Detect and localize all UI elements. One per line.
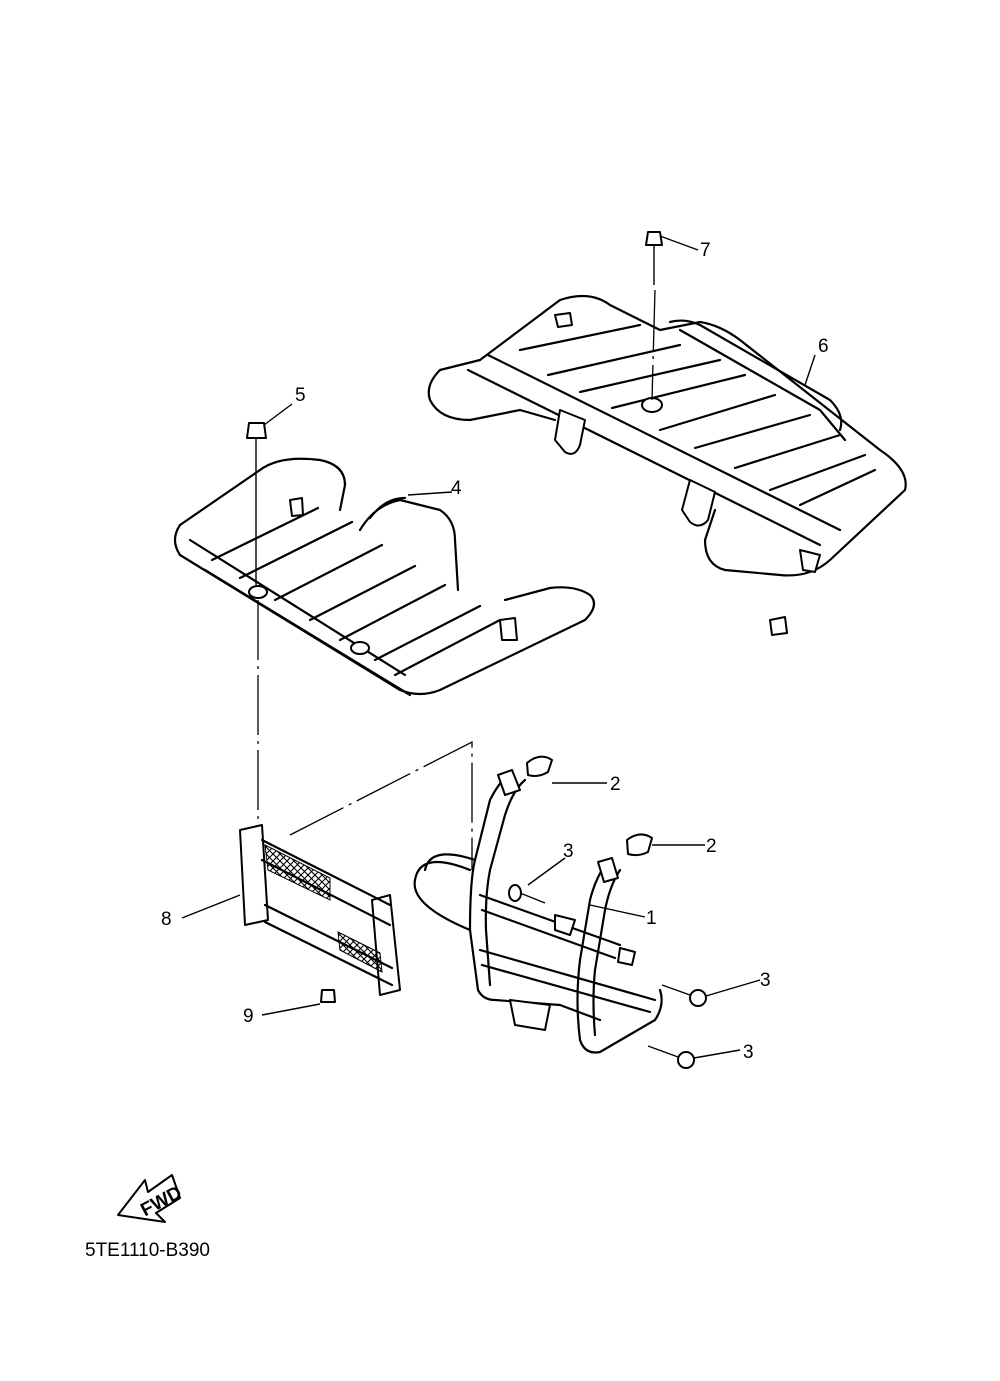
- drawing-code: 5TE1110-B390: [85, 1240, 210, 1261]
- callout-2-upper: 2: [610, 774, 621, 795]
- callout-2-lower: 2: [706, 836, 717, 857]
- callout-1: 1: [646, 908, 657, 929]
- callout-3-lower: 3: [743, 1042, 754, 1063]
- bolt-lower: [647, 1045, 695, 1069]
- bolt-mid: [661, 984, 707, 1007]
- bolt-upper: [508, 884, 546, 904]
- callout-3-mid: 3: [760, 970, 771, 991]
- front-bumper: [413, 769, 663, 1054]
- rubber-cap-lower: [626, 833, 653, 857]
- callout-4: 4: [451, 478, 462, 499]
- callout-8: 8: [161, 909, 172, 930]
- rubber-cap-upper: [526, 755, 553, 777]
- rear-carrier: [427, 231, 907, 577]
- front-guard: [239, 824, 401, 1003]
- callout-5: 5: [295, 385, 306, 406]
- callout-9: 9: [243, 1006, 254, 1027]
- callout-7: 7: [700, 240, 711, 261]
- front-carrier: [173, 422, 788, 697]
- callout-3-upper: 3: [563, 841, 574, 862]
- callout-6: 6: [818, 336, 829, 357]
- forward-arrow-icon: FWD: [117, 1174, 185, 1223]
